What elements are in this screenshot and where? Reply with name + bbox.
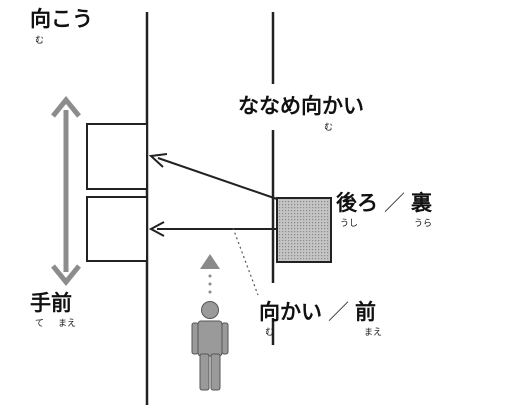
ruby-front-te: て	[35, 319, 45, 329]
ruby-opposite: む	[265, 328, 275, 338]
ruby-diagonal: む	[324, 123, 334, 133]
ruby-back: うし	[340, 219, 359, 229]
ruby-opposite-alt: まえ	[364, 328, 383, 338]
building-far	[86, 123, 148, 190]
building-near	[86, 196, 148, 262]
label-back: 後ろ／裏	[336, 193, 432, 214]
arrow-left-icon	[148, 153, 278, 200]
label-opposite-sep: ／	[328, 300, 349, 324]
ruby-front-mae: まえ	[58, 319, 77, 329]
label-opposite-alt: 前	[355, 300, 376, 324]
ruby-back-alt: うら	[414, 219, 433, 229]
dots-icon	[208, 274, 212, 294]
label-back-sep: ／	[384, 191, 405, 215]
label-opposite-main: 向かい	[259, 300, 322, 324]
label-front-side: 手前	[30, 291, 72, 315]
building-opposite	[276, 197, 332, 263]
triangle-up-icon	[200, 254, 220, 269]
label-back-main: 後ろ	[336, 191, 378, 215]
label-back-alt: 裏	[411, 191, 432, 215]
guide-dotted-line	[232, 227, 259, 296]
person-icon	[191, 301, 229, 391]
label-opposite: 向かい／前	[259, 302, 376, 323]
ruby-beyond: む	[35, 36, 45, 46]
arrow-left-icon	[148, 221, 277, 237]
label-beyond: 向こう	[30, 7, 93, 31]
double-arrow-icon	[51, 96, 81, 286]
label-diagonal: ななめ向かい	[238, 94, 364, 118]
